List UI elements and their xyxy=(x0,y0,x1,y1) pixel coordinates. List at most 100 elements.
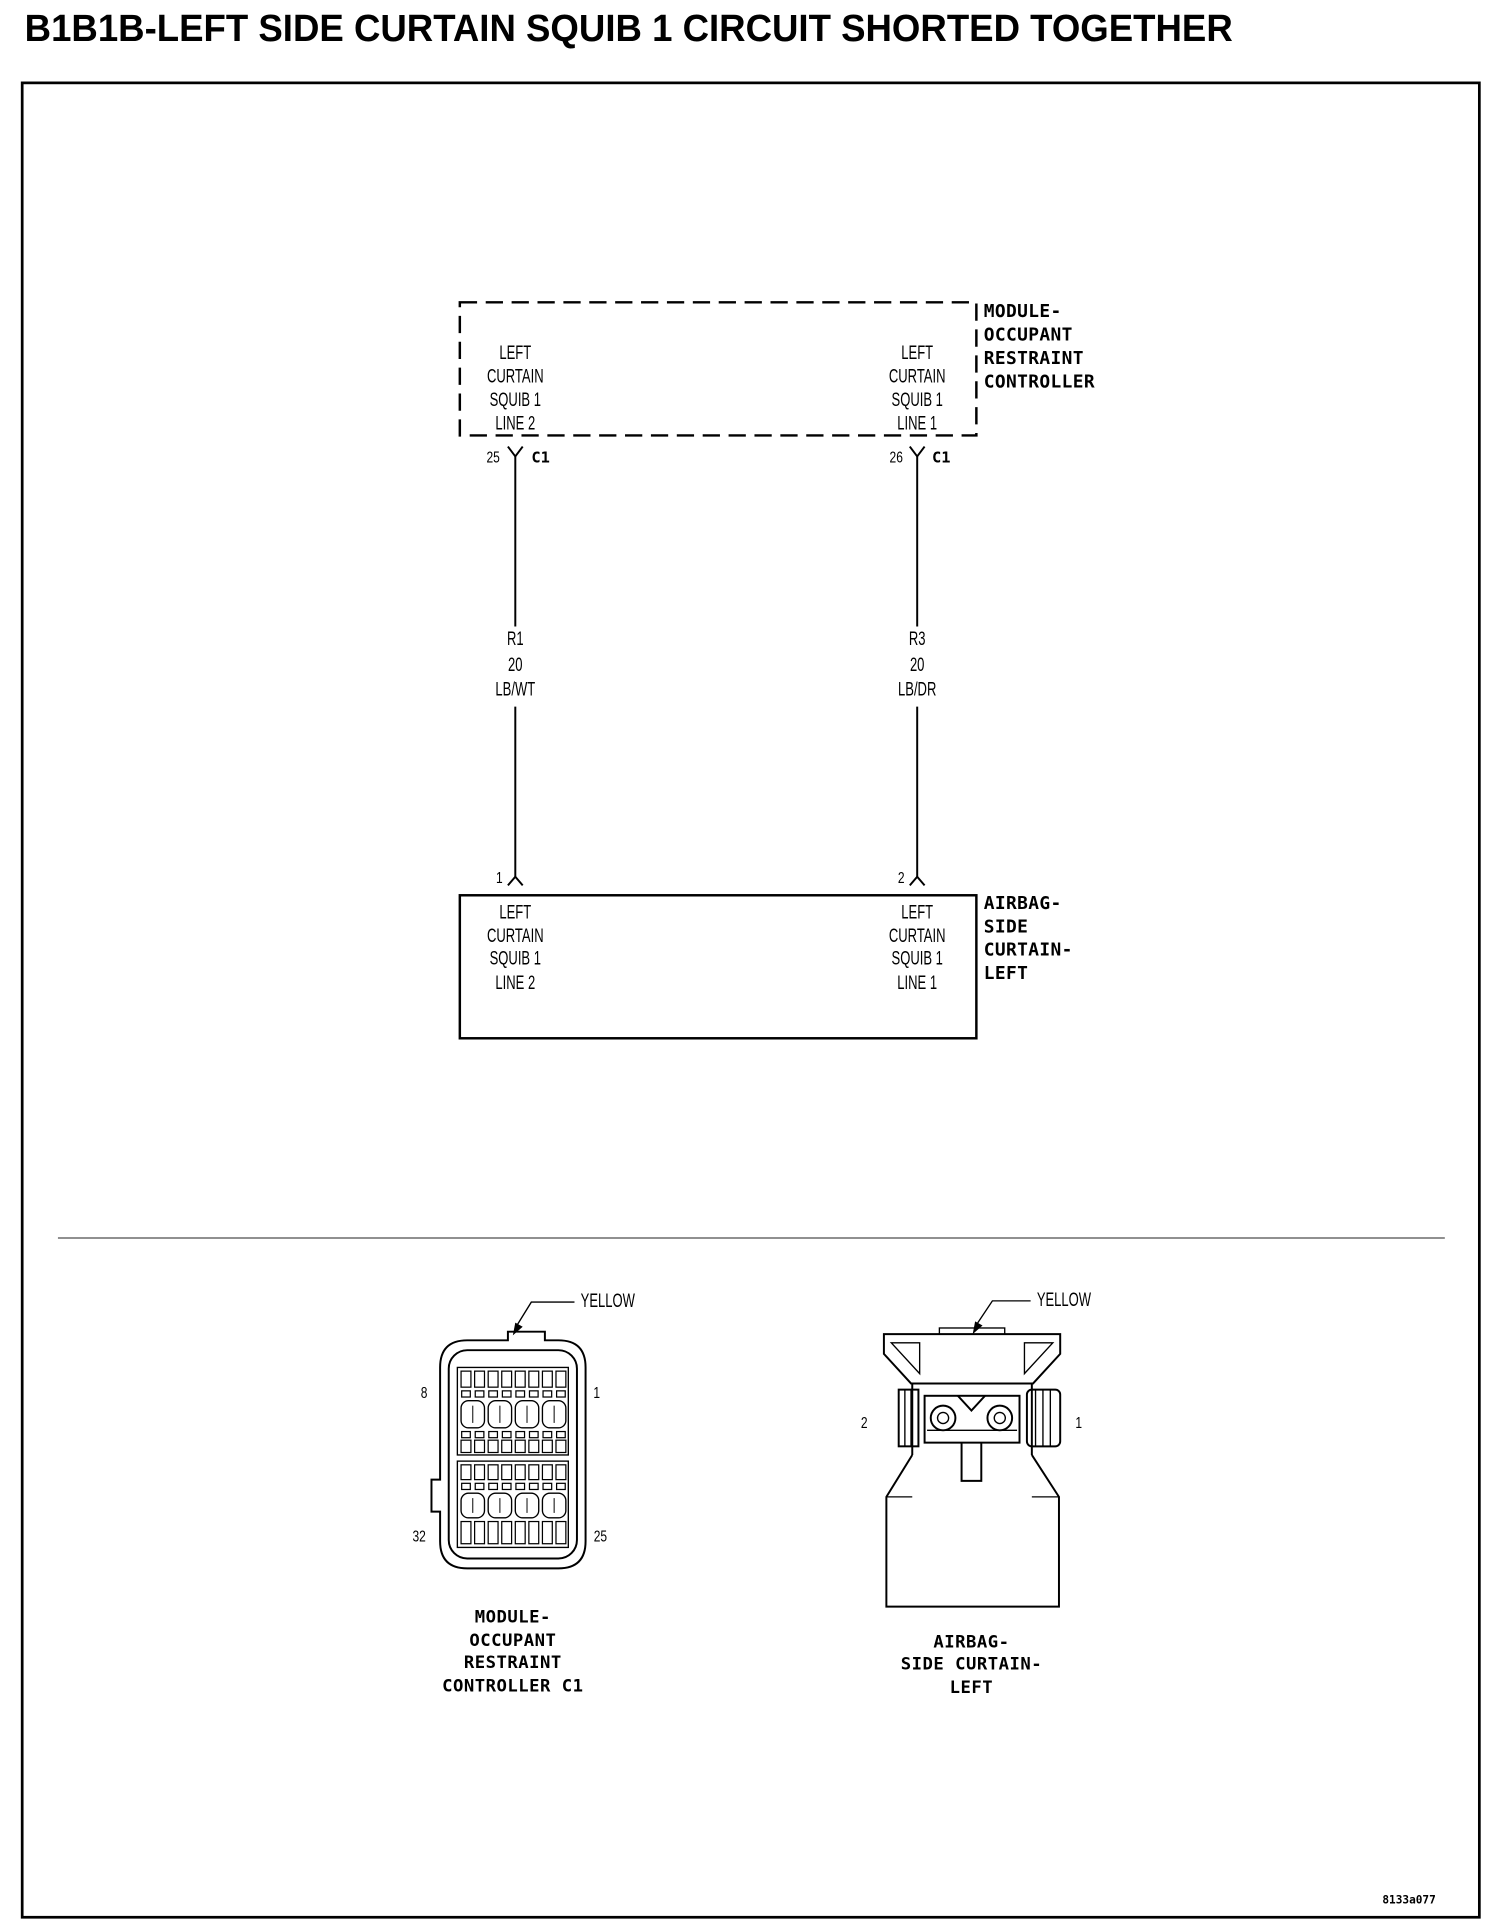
c1-terminal-cavity xyxy=(514,1400,540,1429)
c1-caption-line: CONTROLLER C1 xyxy=(442,1677,583,1697)
c1-upper-cavity-block xyxy=(456,1366,569,1456)
c1-terminal-slot xyxy=(541,1439,553,1454)
c1-terminal-slot xyxy=(487,1520,499,1545)
controller-terminal-line2-label: LEFT xyxy=(499,341,531,363)
controller-terminal-line2-label: LINE 2 xyxy=(495,412,535,434)
c1-color-callout: YELLOW xyxy=(581,1289,635,1311)
c1-caption-line: RESTRAINT xyxy=(464,1653,562,1673)
controller-terminal-line1-label: CURTAIN xyxy=(889,365,946,387)
figure-id: 8133a077 xyxy=(1382,1894,1435,1907)
c1-terminal-slot xyxy=(528,1439,540,1454)
c1-terminal-slot xyxy=(541,1520,553,1545)
c1-terminal-slot xyxy=(501,1520,513,1545)
c1-terminal-lock xyxy=(474,1390,485,1398)
c1-terminal-slot xyxy=(541,1464,553,1481)
airbag-caption-line: LEFT xyxy=(950,1678,994,1698)
c1-terminal-slot xyxy=(460,1520,472,1545)
controller-name-line: CONTROLLER xyxy=(984,371,1095,392)
airbag-name-line: CURTAIN- xyxy=(984,940,1073,961)
c1-terminal-slot xyxy=(501,1464,513,1481)
airbag-connector-color-indicator xyxy=(938,1327,1006,1335)
airbag-terminal-line2-label: LEFT xyxy=(499,901,531,923)
airbag-name-line: AIRBAG- xyxy=(984,893,1062,914)
airbag-color-callout-leader xyxy=(974,1300,1031,1328)
wire-gauge-label: 20 xyxy=(508,653,522,675)
connector-view-airbag: YELLOW 2 1 AIRBAG- SIDE CURTAIN- LEFT xyxy=(861,1288,1091,1698)
airbag-connector-center-post xyxy=(960,1442,983,1482)
airbag-color-callout: YELLOW xyxy=(1037,1288,1091,1310)
c1-terminal-cavity xyxy=(541,1492,567,1519)
c1-terminal-lock xyxy=(515,1482,526,1491)
wire-color-label: LB/WT xyxy=(495,678,535,700)
c1-terminal-lock xyxy=(542,1390,553,1398)
male-terminal-symbol xyxy=(909,875,926,887)
c1-terminal-lock xyxy=(488,1430,499,1439)
airbag-terminal-line1-label: LEFT xyxy=(901,901,933,923)
c1-terminal-slot xyxy=(460,1464,472,1481)
c1-terminal-slot xyxy=(460,1439,472,1454)
airbag-pin-number: 1 xyxy=(496,869,503,887)
airbag-terminal-1-inner xyxy=(993,1411,1007,1425)
c1-pin-label-top-left: 8 xyxy=(421,1385,428,1403)
c1-terminal-lock xyxy=(542,1430,553,1439)
c1-terminal-cavity xyxy=(514,1492,540,1519)
controller-pin-number: 26 xyxy=(890,449,903,467)
airbag-connector-right-notch xyxy=(1023,1342,1055,1376)
airbag-view-pin-label-right: 1 xyxy=(1075,1414,1082,1432)
c1-terminal-slot xyxy=(555,1370,567,1388)
c1-terminal-slot xyxy=(514,1370,526,1388)
c1-terminal-lock xyxy=(501,1430,512,1439)
c1-terminal-lock xyxy=(488,1482,499,1491)
controller-terminal-line2-label: SQUIB 1 xyxy=(490,388,541,410)
controller-name-line: OCCUPANT xyxy=(984,325,1073,346)
c1-terminal-slot xyxy=(528,1464,540,1481)
airbag-terminal-line2-label: CURTAIN xyxy=(487,924,544,946)
airbag-terminal-line2-label: LINE 2 xyxy=(495,971,535,993)
airbag-connector-terminal-housing xyxy=(923,1394,1021,1444)
controller-outline-dashed xyxy=(458,301,978,437)
airbag-name-line: SIDE xyxy=(984,916,1029,937)
controller-connector-id: C1 xyxy=(531,449,550,467)
c1-terminal-cavity xyxy=(487,1400,513,1429)
controller-terminal-line1-label: LEFT xyxy=(901,341,933,363)
airbag-caption-line: AIRBAG- xyxy=(933,1632,1009,1652)
c1-terminal-lock xyxy=(461,1482,471,1491)
c1-caption-line: OCCUPANT xyxy=(469,1631,556,1651)
c1-terminal-lock xyxy=(515,1390,526,1398)
occupant-restraint-controller: MODULE- OCCUPANT RESTRAINT CONTROLLER LE… xyxy=(458,301,1095,467)
wire-r3: R3 20 LB/DR 2 xyxy=(898,445,936,887)
airbag-connector-right-latch-ribs xyxy=(1034,1389,1052,1447)
c1-terminal-slot xyxy=(528,1520,540,1545)
c1-terminal-lock xyxy=(515,1430,526,1439)
c1-terminal-slot xyxy=(555,1520,567,1545)
c1-terminal-slot xyxy=(514,1520,526,1545)
wire-circuit-label: R1 xyxy=(507,627,524,649)
c1-terminal-cavities xyxy=(460,1370,567,1545)
c1-terminal-slot xyxy=(487,1370,499,1388)
wire-color-label: LB/DR xyxy=(898,678,936,700)
page-title: B1B1B-LEFT SIDE CURTAIN SQUIB 1 CIRCUIT … xyxy=(25,7,1233,50)
c1-terminal-slot xyxy=(555,1439,567,1454)
airbag-connector-mid-walls xyxy=(911,1383,1033,1455)
airbag-terminal-line1-label: CURTAIN xyxy=(889,924,946,946)
c1-terminal-lock xyxy=(528,1390,539,1398)
c1-terminal-lock xyxy=(488,1390,499,1398)
airbag-outline xyxy=(458,894,978,1040)
c1-housing-outline xyxy=(430,1330,587,1570)
controller-terminal-line1-label: LINE 1 xyxy=(897,412,937,434)
c1-terminal-slot xyxy=(474,1520,486,1545)
airbag-terminal-line1-label: LINE 1 xyxy=(897,971,937,993)
c1-terminal-slot xyxy=(487,1439,499,1454)
c1-pin-label-top-right: 1 xyxy=(593,1385,600,1403)
c1-terminal-lock xyxy=(474,1482,485,1491)
c1-terminal-lock xyxy=(501,1390,512,1398)
controller-connector-id: C1 xyxy=(932,449,951,467)
airbag-caption-line: SIDE CURTAIN- xyxy=(901,1654,1042,1674)
c1-terminal-lock xyxy=(542,1482,553,1491)
c1-lower-cavity-block xyxy=(456,1460,569,1549)
wire-gauge-label: 20 xyxy=(910,653,924,675)
c1-terminal-slot xyxy=(487,1464,499,1481)
controller-terminal-line2-label: CURTAIN xyxy=(487,365,544,387)
c1-terminal-slot xyxy=(460,1370,472,1388)
c1-terminal-slot xyxy=(501,1370,513,1388)
